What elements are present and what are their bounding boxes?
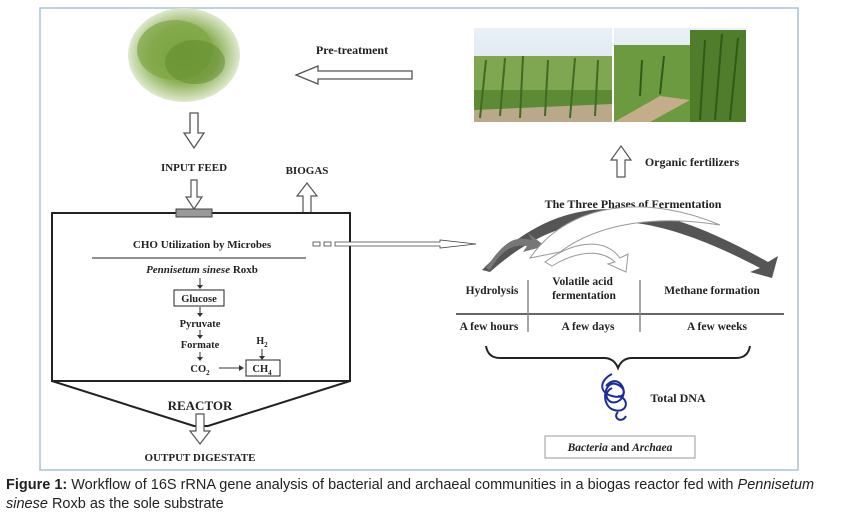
chopped-grass-image [128,8,240,102]
cho-utilization-label: CHO Utilization by Microbes [133,239,272,251]
pretreatment-label: Pre-treatment [316,43,388,57]
pyruvate-label: Pyruvate [180,319,221,330]
input-feed-label: INPUT FEED [161,162,227,174]
total-dna-label: Total DNA [650,391,706,405]
pathway-arrow-3 [197,330,203,339]
brace [485,345,751,371]
phase-methane-label: Methane formation [664,285,760,297]
fermentation-curve-arrows [482,206,778,278]
input-arrow [184,179,204,211]
reactor-label: REACTOR [168,398,233,413]
time-weeks-label: A few weeks [687,321,748,333]
ch4-label: CH4 [252,364,272,377]
pathway-arrow-1 [197,278,203,289]
figure-caption: Figure 1: Workflow of 16S rRNA gene anal… [6,476,838,514]
phase-hydrolysis-label: Hydrolysis [466,285,519,297]
time-days-label: A few days [561,321,615,333]
glucose-box [173,289,225,307]
h2-arrow [259,349,265,360]
phase-volatile-acid-label: Volatile acid fermentation [552,276,616,302]
output-arrow [188,413,212,445]
caption-text-1: Workflow of 16S rRNA gene analysis of ba… [67,477,738,493]
co2-to-ch4-arrow [219,365,244,371]
pathway-arrow-4 [197,352,203,361]
glucose-label: Glucose [181,294,217,305]
organic-fertilizers-label: Organic fertilizers [645,155,740,169]
dashed-connector-arrow [312,239,477,249]
phases-table [456,280,784,332]
ch4-box [245,359,281,377]
substrate-label: Pennisetum sinese Roxb [146,264,258,276]
formate-label: Formate [181,340,220,351]
co2-label: CO2 [190,364,210,377]
h2-label: H2 [256,336,268,349]
caption-species: Pennisetum sinese [6,477,815,512]
field-photo-right [614,28,746,122]
down-arrow-to-input [182,112,206,150]
dna-icon [601,373,627,421]
caption-label: Figure 1: [6,477,68,493]
pathway-arrow-2 [197,307,203,317]
pretreatment-arrow [294,65,413,85]
bacteria-archaea-box [544,435,696,459]
bacteria-archaea-label: Bacteria and Archaea [567,442,673,454]
field-photo-left [474,28,612,122]
time-hours-label: A few hours [460,321,519,333]
three-phases-title: The Three Phases of Fermentation [545,197,722,211]
caption-text-2: Roxb as the sole substrate [47,496,224,512]
biogas-label: BIOGAS [286,165,329,177]
output-digestate-label: OUTPUT DIGESTATE [145,452,256,464]
fertilizer-up-arrow [609,144,633,178]
biogas-arrow [295,182,319,214]
